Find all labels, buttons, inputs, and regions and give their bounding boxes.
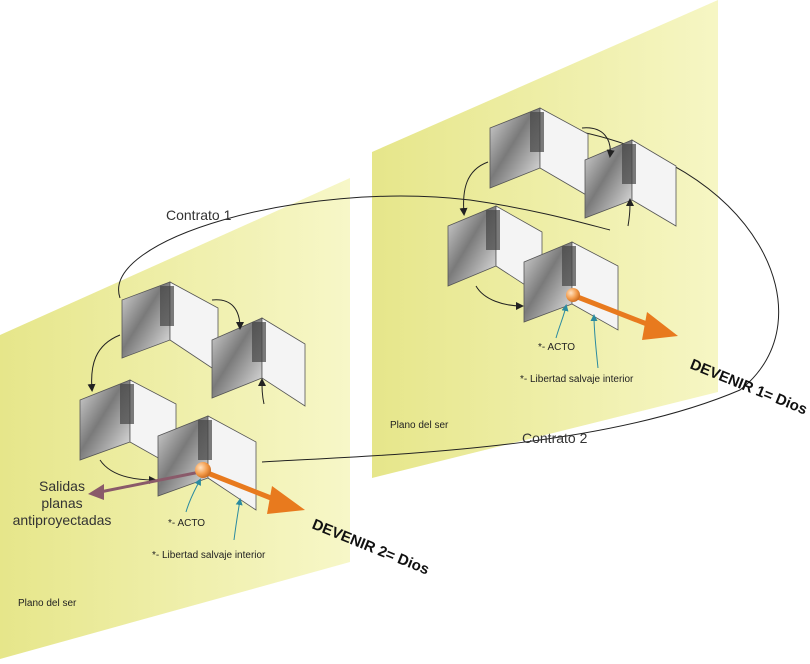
salidas-arrow-shaft (99, 470, 201, 494)
devenir-2-arrow-shaft (204, 469, 277, 503)
contract-2-loop (261, 127, 780, 463)
left-card-cluster (79, 281, 306, 511)
acto-ball-right (566, 288, 580, 302)
contract-1-loop (118, 195, 611, 299)
libertad-label-left: *- Libertad salvaje interior (152, 550, 266, 561)
plane-right (372, 0, 718, 478)
acto-label-left: *- ACTO (168, 518, 206, 529)
salidas-arrow-head (88, 484, 104, 500)
right-card-cluster (447, 107, 677, 331)
devenir-1-arrow-shaft (574, 293, 653, 329)
plane-right-label: Plano del ser (390, 420, 449, 431)
salidas-line-1: Salidas (39, 478, 85, 494)
plane-left-label: Plano del ser (18, 598, 77, 609)
devenir-1-arrow-head (642, 312, 678, 340)
salidas-line-3: antiproyectadas (12, 512, 112, 528)
acto-ball-left (195, 462, 211, 478)
diagram-svg (0, 0, 780, 659)
contract-2-label: Contrato 2 (522, 430, 588, 446)
devenir-2-arrow-head (267, 486, 305, 514)
salidas-line-2: planas (41, 495, 83, 511)
salidas-label: Salidas planas antiproyectadas (2, 478, 122, 529)
contract-1-label: Contrato 1 (166, 207, 232, 223)
libertad-label-right: *- Libertad salvaje interior (520, 374, 634, 385)
acto-label-right: *- ACTO (538, 342, 576, 353)
